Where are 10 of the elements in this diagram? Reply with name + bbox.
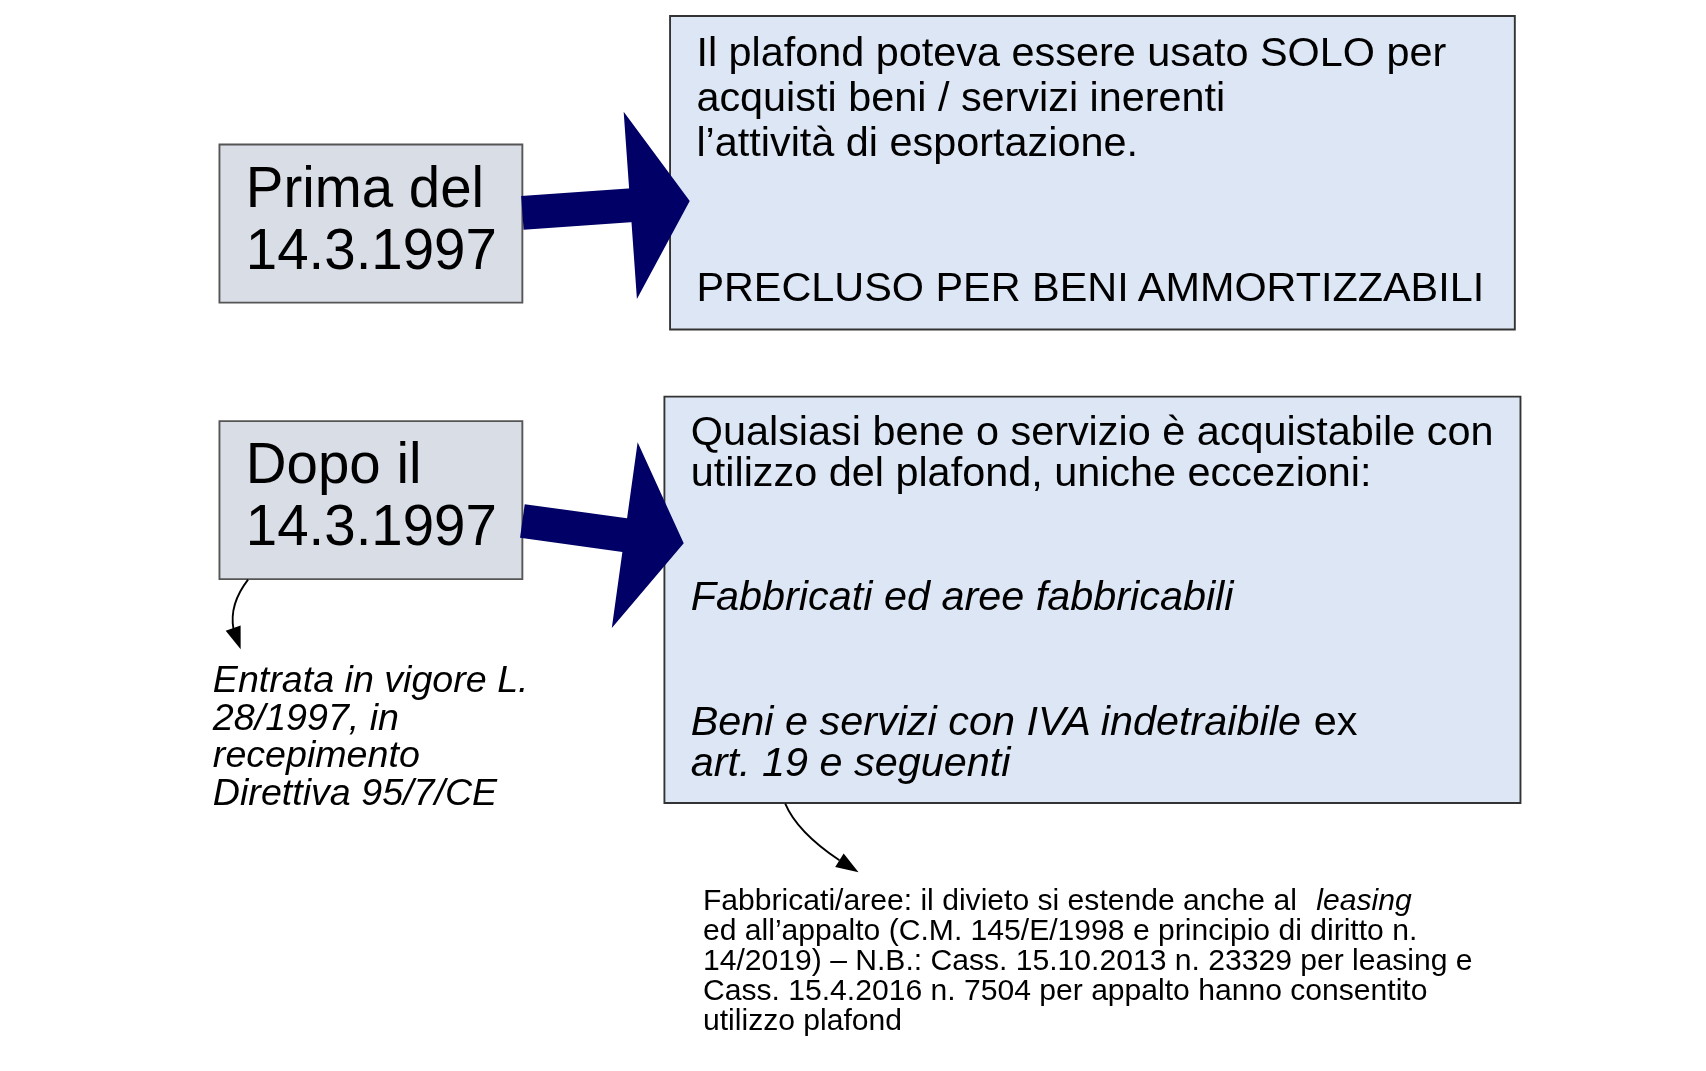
node-box: Dopo il 14.3.1997 [218,420,523,581]
arrow [225,578,249,650]
node-box: Prima del 14.3.1997 [218,143,523,304]
node-box: Il plafond poteva essere usato SOLO per acquisti beni / servizi inerenti l’attività di esportazione. PRECLUSO PER BENI AMMORTIZZABILI [668,15,1516,331]
arrow [783,802,859,873]
node-box: Qualsiasi bene o servizio è acquistabile con utilizzo del plafond, uniche eccezioni: Fabbricati ed aree fabbricabili Beni e servizi con IVA indetraibile ex art. 19 e seguenti [662,395,1521,804]
arrow [519,442,684,629]
arrow [520,111,690,299]
node-text: Fabbricati/aree: il divieto si estende anche al leasing ed all’appalto (C.M. 145/E/1998 e principio di diritto n. 14/2019) – N.B.: Cass. 15.10.2013 n. 23329 per leasing e Cass. 15.4.2016 n. 7504 per appalto hanno consentito utilizzo plafond [702,882,1473,1037]
node-text: Entrata in vigore L. 28/1997, in recepimento Direttiva 95/7/CE [212,658,529,813]
